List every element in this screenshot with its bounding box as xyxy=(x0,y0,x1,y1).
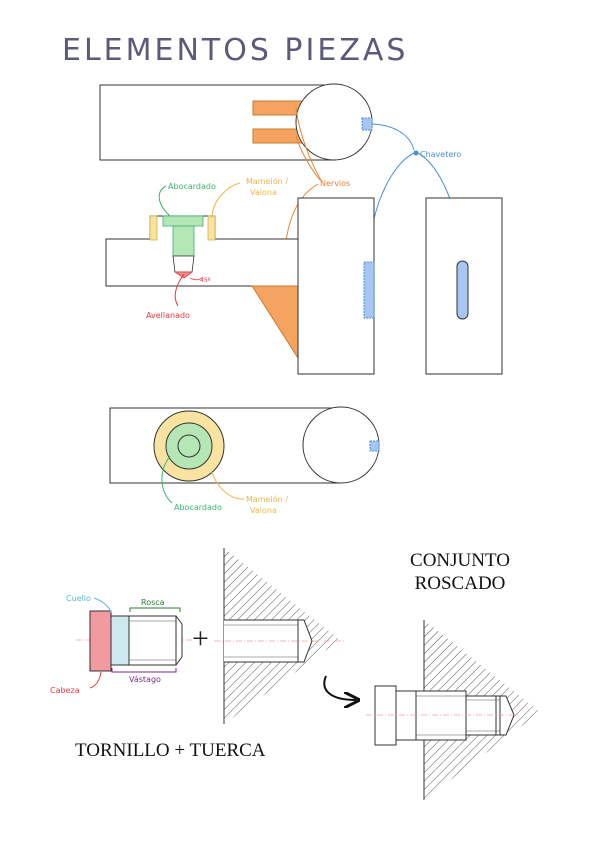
label-conjunto-1: CONJUNTO xyxy=(410,550,510,571)
counterbore-head xyxy=(162,215,204,227)
bottom-view-part xyxy=(109,406,380,484)
label-mamelon-1: Mamelón / xyxy=(246,176,288,186)
keyway-side xyxy=(363,261,375,319)
screw xyxy=(76,610,192,672)
page-title: ELEMENTOS PIEZAS xyxy=(62,33,408,68)
label-chavetero: Chavetero xyxy=(420,150,461,159)
front-section-part xyxy=(105,215,299,360)
leader-nervios-2 xyxy=(295,135,321,181)
label-abocardado-bottom: Abocardado xyxy=(174,503,222,512)
screw-shank xyxy=(128,615,183,666)
valona-left xyxy=(149,215,158,241)
leader-mamelon-bottom xyxy=(211,471,245,500)
label-nervios: Nervios xyxy=(320,179,350,188)
top-view-part xyxy=(99,83,373,161)
label-mamelon-bottom-2: Valona xyxy=(250,506,277,515)
label-cuello: Cuello xyxy=(66,594,91,603)
assembly-arrow xyxy=(323,675,356,700)
leader-nervios-1 xyxy=(295,107,323,183)
hole-circle xyxy=(177,434,201,458)
hub-circle-bottom xyxy=(302,406,380,484)
bracket-vastago xyxy=(111,668,177,673)
assembly-neck xyxy=(395,690,417,741)
label-rosca: Rosca xyxy=(141,598,165,607)
leader-chavetero-2 xyxy=(367,152,415,263)
label-vastago: Vástago xyxy=(129,675,161,684)
counterbore-hole xyxy=(172,225,195,257)
keyway-slot xyxy=(456,260,469,320)
chavetero-dot xyxy=(413,150,419,156)
rib-triangle xyxy=(251,285,299,360)
leader-abocardado xyxy=(158,185,171,217)
label-conjunto-2: ROSCADO xyxy=(415,573,506,594)
bracket-rosca xyxy=(129,607,181,612)
rib-bottom xyxy=(252,128,304,144)
label-abocardado: Abocardado xyxy=(168,182,216,191)
hub-circle xyxy=(295,83,373,161)
assembly-head xyxy=(374,685,397,746)
leader-mamelon xyxy=(211,182,241,219)
label-avellanado: Avellanado xyxy=(146,311,190,320)
valona-right xyxy=(207,215,216,241)
leader-cuello xyxy=(93,597,113,615)
side-view-2 xyxy=(425,197,503,375)
screw-neck xyxy=(110,615,130,666)
keyway-bottom xyxy=(369,440,380,452)
nut-threaded-hole xyxy=(214,548,345,724)
label-angle: 45º xyxy=(200,277,211,284)
caption-tornillo-tuerca: TORNILLO + TUERCA xyxy=(75,740,266,761)
rib-top xyxy=(252,100,304,116)
label-cabeza: Cabeza xyxy=(50,686,80,695)
leader-avellanado xyxy=(174,273,185,307)
label-mamelon-2: Valona xyxy=(250,188,277,197)
keyway-top xyxy=(361,117,373,131)
assembly xyxy=(366,620,540,800)
angle-arc xyxy=(189,276,204,281)
plus-sign: + xyxy=(192,622,209,655)
label-mamelon-bottom-1: Mamelón / xyxy=(246,494,288,504)
leader-chavetero-1 xyxy=(371,123,415,151)
leader-abocardado-bottom xyxy=(161,455,173,504)
leader-cabeza xyxy=(89,671,102,689)
side-view-1 xyxy=(297,197,375,375)
screw-head xyxy=(89,610,112,672)
